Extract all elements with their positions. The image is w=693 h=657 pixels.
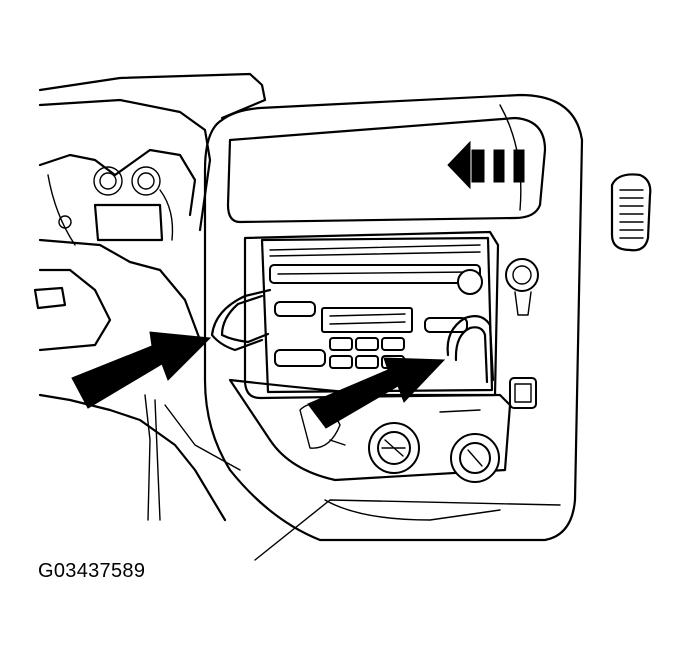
figure-id-label: G03437589	[38, 560, 146, 582]
climate-control-panel	[228, 377, 537, 521]
hazard-switch	[505, 258, 539, 316]
removal-tool-icon	[210, 288, 495, 384]
direction-arrow-icon	[447, 140, 525, 190]
instrument-cluster	[38, 72, 267, 246]
removal-arrow-icon	[71, 331, 446, 429]
center-console-bezel	[203, 93, 584, 561]
steering-column	[33, 238, 241, 522]
side-air-vent	[610, 173, 652, 252]
radio-head-unit	[243, 230, 500, 400]
